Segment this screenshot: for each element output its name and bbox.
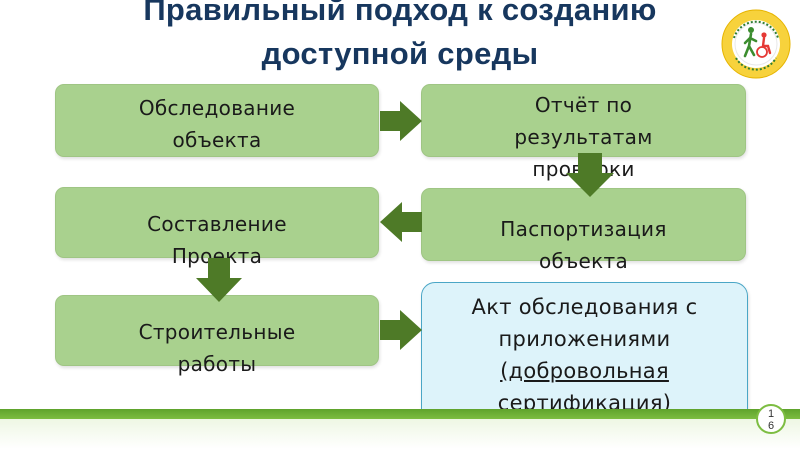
title-line-1: Правильный подход к созданию (143, 0, 657, 27)
project-line-1: Составление (147, 212, 287, 236)
act-line-3: (добровольная (500, 359, 669, 383)
act-box: Акт обследования с приложениями (доброво… (421, 282, 748, 425)
survey-line-2: объекта (172, 128, 262, 152)
report-box: Отчёт по результатам проверки (421, 84, 746, 181)
arrow-right-icon (380, 101, 422, 141)
arrow-left-icon (380, 202, 422, 242)
survey-line-1: Обследование (138, 96, 296, 120)
act-line-1: Акт обследования с (471, 295, 698, 319)
survey-box: Обследование объекта (55, 84, 379, 157)
act-line-2: приложениями (498, 327, 671, 351)
page-number-digit-1: 1 (767, 408, 775, 420)
slide-title: Правильный подход к созданию доступной с… (0, 0, 800, 76)
accessibility-logo-icon (721, 9, 791, 79)
arrow-down-icon (566, 153, 614, 197)
construction-box: Строительные работы (55, 295, 379, 376)
page-number-digit-2: 6 (767, 420, 775, 432)
passport-box: Паспортизация объекта (421, 188, 746, 273)
report-line-1: Отчёт по (534, 93, 633, 117)
footer-light-band (0, 419, 800, 449)
arrow-down-icon (196, 258, 242, 302)
footer-green-band (0, 409, 800, 419)
construction-line-2: работы (177, 352, 257, 376)
report-line-2: результатам (514, 125, 653, 149)
title-line-2: доступной среды (261, 36, 539, 71)
passport-line-1: Паспортизация (500, 217, 667, 241)
page-number-badge: 1 6 (756, 404, 786, 434)
construction-line-1: Строительные (138, 320, 296, 344)
arrow-right-icon (380, 310, 422, 350)
project-box: Составление Проекта (55, 187, 379, 268)
passport-line-2: объекта (538, 249, 629, 273)
